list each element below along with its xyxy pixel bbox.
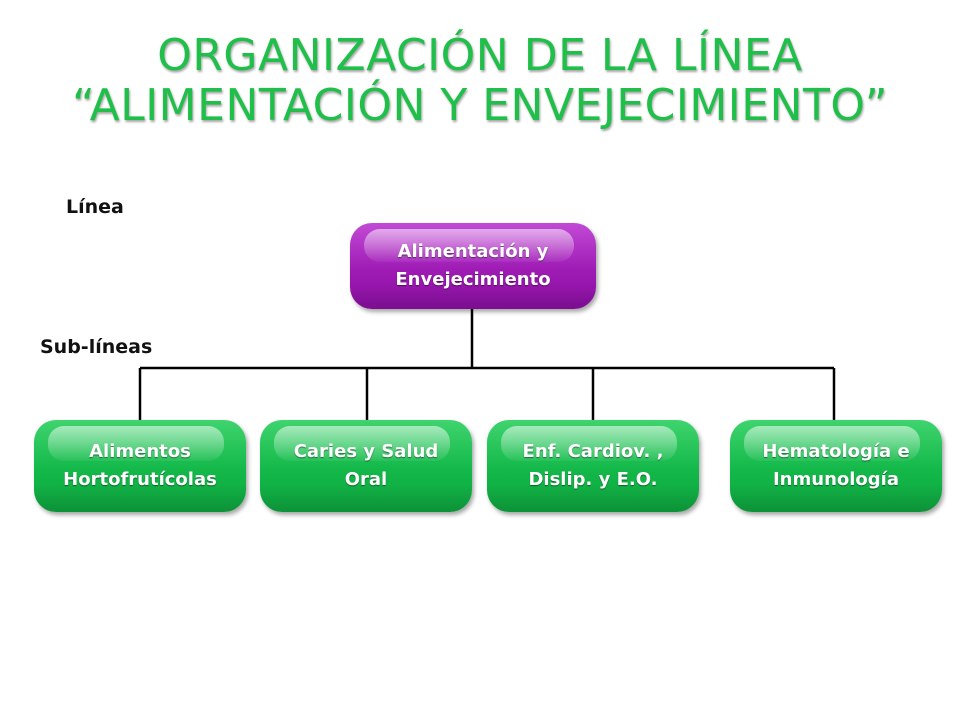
subline-label: Hematología e Inmunología [762, 441, 910, 490]
subline-label: Alimentos Hortofrutícolas [63, 441, 217, 490]
root-node-label: Alimentación y Envejecimiento [395, 241, 551, 290]
subline-node-cardiov: Enf. Cardiov. , Dislip. y E.O. [487, 420, 699, 512]
subline-node-alimentos: Alimentos Hortofrutícolas [34, 420, 246, 512]
root-node: Alimentación y Envejecimiento [350, 223, 596, 309]
subline-label: Caries y Salud Oral [293, 441, 439, 490]
subline-node-hematologia: Hematología e Inmunología [730, 420, 942, 512]
sublineas-label: Sub-líneas [40, 336, 153, 358]
linea-label: Línea [66, 196, 124, 218]
page-subtitle: “ALIMENTACIÓN Y ENVEJECIMIENTO” [71, 80, 889, 131]
subline-label: Enf. Cardiov. , Dislip. y E.O. [522, 441, 664, 490]
subline-node-caries: Caries y Salud Oral [260, 420, 472, 512]
page-title: ORGANIZACIÓN DE LA LÍNEA [157, 30, 803, 81]
